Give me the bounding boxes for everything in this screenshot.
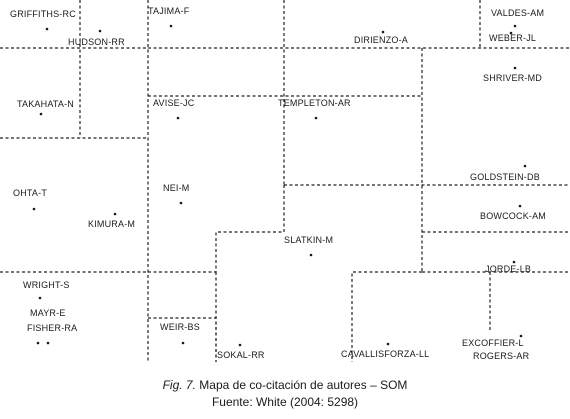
author-label-wright-s: WRIGHT-S [23,280,70,290]
figure-label: Fig. 7. [162,378,196,392]
author-labels: GRIFFITHS-RC HUDSON-RR TAJIMA-F DIRIENZO… [10,6,546,361]
point-dirienzo-a [381,30,385,34]
figure-caption: Fig. 7. Mapa de co-citación de autores –… [0,378,570,392]
author-label-cavallisforza-ll: CAVALLISFORZA-LL [341,349,429,359]
author-label-dirienzo-a: DIRIENZO-A [354,35,408,45]
point-fisher-ra-2 [46,341,50,345]
author-label-goldstein-db: GOLDSTEIN-DB [470,172,540,182]
point-ohta-t [32,207,36,211]
point-griffiths-rc [45,27,49,31]
author-label-bowcock-am: BOWCOCK-AM [480,211,546,221]
author-label-valdes-am: VALDES-AM [491,8,544,18]
point-nei-m [179,201,183,205]
author-points [32,24,527,347]
author-label-nei-m: NEI-M [163,183,190,193]
author-label-jorde-lb: JORDE-LB [485,264,531,274]
point-bowcock-am [518,204,522,208]
author-label-tajima-f: TAJIMA-F [148,6,190,16]
point-weir-bs [181,341,185,345]
point-excoffier-l [519,334,523,338]
author-label-fisher-ra: FISHER-RA [27,323,77,333]
author-label-slatkin-m: SLATKIN-M [284,235,333,245]
figure-source: Fuente: White (2004: 5298) [211,395,359,409]
point-templeton-ar [314,116,318,120]
point-avise-jc [176,116,180,120]
point-hudson-rr [98,29,102,33]
som-author-map: GRIFFITHS-RC HUDSON-RR TAJIMA-F DIRIENZO… [0,0,570,362]
point-weber-jl [509,31,513,35]
figure-title: Mapa de co-citación de autores – SOM [199,378,408,392]
author-label-sokal-rr: SOKAL-RR [217,350,265,360]
point-slatkin-m [309,253,313,257]
author-label-kimura-m: KIMURA-M [88,219,135,229]
author-label-takahata-n: TAKAHATA-N [17,99,74,109]
author-label-mayr-e: MAYR-E [30,308,66,318]
point-cavallisforza-ll [386,342,390,346]
point-valdes-am [513,24,517,28]
point-goldstein-db [523,164,527,168]
point-wright-s [38,296,42,300]
point-jorde-lb [512,260,516,264]
author-label-rogers-ar: ROGERS-AR [473,351,530,361]
point-sokal-rr [238,343,242,347]
point-fisher-ra-1 [36,341,40,345]
author-label-avise-jc: AVISE-JC [153,98,195,108]
point-shriver-md [513,66,517,70]
author-label-shriver-md: SHRIVER-MD [483,73,542,83]
point-tajima-f [169,24,173,28]
author-label-griffiths-rc: GRIFFITHS-RC [10,9,76,19]
cluster-boundaries [0,0,570,362]
author-label-templeton-ar: TEMPLETON-AR [278,98,351,108]
author-label-ohta-t: OHTA-T [13,188,47,198]
point-takahata-n [39,112,43,116]
author-label-weber-jl: WEBER-JL [489,33,536,43]
author-label-hudson-rr: HUDSON-RR [68,37,125,47]
author-label-excoffier-l: EXCOFFIER-L [462,338,524,348]
author-label-weir-bs: WEIR-BS [160,322,200,332]
point-kimura-m [113,212,117,216]
